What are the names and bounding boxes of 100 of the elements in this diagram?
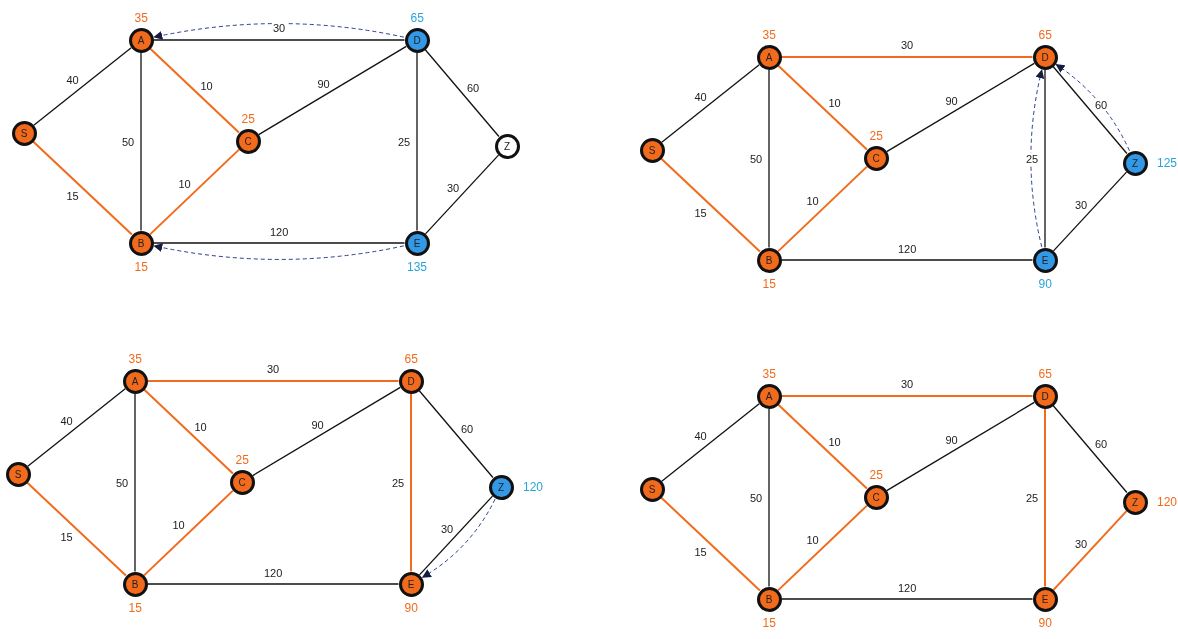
graph-node: A: [128, 27, 154, 53]
graph-node: E: [398, 571, 424, 597]
graph-node: E: [404, 230, 430, 256]
distance-label: 25: [869, 130, 883, 142]
edge-label: 40: [693, 429, 708, 442]
distance-label: 90: [404, 602, 418, 614]
distance-label: 15: [762, 617, 776, 629]
edge-label: 25: [397, 135, 412, 148]
edge-label: 30: [446, 181, 461, 194]
edge-label: 50: [115, 476, 130, 489]
edge-label: 60: [1094, 99, 1109, 111]
edge-line: [33, 47, 132, 126]
edge-label: 30: [266, 363, 281, 375]
edge-line: [143, 489, 234, 577]
edge-label: 90: [316, 77, 331, 90]
graph-node: D: [398, 368, 424, 394]
edge-line: [149, 148, 240, 236]
edge-line: [258, 45, 407, 136]
edge-label: 40: [65, 73, 80, 86]
edge-label: 120: [897, 243, 918, 255]
edge-line: [27, 388, 126, 467]
edge-label: 120: [269, 226, 290, 238]
dashed-arrow: [153, 23, 405, 40]
edge-line: [146, 380, 400, 382]
distance-label: 25: [241, 113, 255, 125]
distance-label: 90: [1038, 617, 1052, 629]
graph-node: Z: [1122, 489, 1148, 515]
graph-node: S: [11, 120, 37, 146]
distance-label: 15: [128, 602, 142, 614]
graph-node: Z: [1122, 150, 1148, 176]
edge-label: 120: [263, 567, 284, 579]
distance-label: 65: [404, 353, 418, 365]
edge-label: 10: [177, 178, 192, 190]
distance-label: 15: [762, 278, 776, 290]
distance-label: 35: [134, 12, 148, 24]
edge-label: 10: [805, 195, 820, 207]
graph-node: D: [404, 27, 430, 53]
edge-label: 15: [693, 546, 708, 558]
edge-line: [146, 583, 400, 585]
edge-label: 90: [944, 94, 959, 107]
dashed-arrow: [1030, 69, 1045, 248]
distance-label: 65: [1038, 29, 1052, 41]
graph-node: E: [1032, 247, 1058, 273]
edge-line: [780, 56, 1034, 58]
graph-node: Z: [488, 474, 514, 500]
graph-node: S: [639, 137, 665, 163]
graph-node: B: [128, 230, 154, 256]
edge-line: [152, 39, 406, 41]
graph-node: C: [229, 469, 255, 495]
edge-line: [780, 598, 1034, 600]
edge-label: 50: [749, 152, 764, 165]
edge-label: 10: [171, 519, 186, 531]
edge-label: 30: [1074, 198, 1089, 211]
graph-node: Z: [494, 133, 520, 159]
edge-label: 15: [65, 190, 80, 202]
edge-line: [661, 403, 760, 482]
distance-label: 65: [410, 12, 424, 24]
distance-label: 90: [1038, 278, 1052, 290]
edge-line: [149, 47, 240, 134]
edge-line: [26, 481, 127, 577]
edge-label: 30: [440, 522, 455, 535]
edge-label: 90: [944, 433, 959, 446]
edge-line: [418, 389, 494, 479]
graph-node: D: [1032, 44, 1058, 70]
distance-label: 15: [134, 261, 148, 273]
edge-line: [777, 64, 868, 151]
graph-node: A: [122, 368, 148, 394]
edge-line: [32, 140, 133, 236]
dashed-arrow: [153, 243, 405, 260]
edge-line: [886, 62, 1035, 153]
edge-line: [416, 51, 418, 232]
edge-label: 30: [900, 378, 915, 390]
edge-line: [886, 401, 1035, 492]
edge-label: 10: [199, 79, 214, 92]
graph-node: D: [1032, 383, 1058, 409]
edge-label: 10: [827, 435, 842, 448]
edge-line: [1052, 510, 1128, 591]
edge-line: [1044, 68, 1046, 249]
edge-line: [777, 165, 868, 253]
graph-node: C: [863, 145, 889, 171]
graph-node: E: [1032, 586, 1058, 612]
edge-label: 25: [391, 476, 406, 489]
graph-node: B: [122, 571, 148, 597]
distance-label: 120: [1157, 496, 1178, 508]
edge-label: 25: [1025, 152, 1040, 165]
distance-label: 135: [407, 261, 428, 273]
edge-line: [252, 386, 401, 477]
edge-label: 15: [693, 207, 708, 219]
edge-label: 60: [460, 423, 475, 435]
edge-line: [424, 48, 500, 138]
distance-label: 65: [1038, 368, 1052, 380]
edge-line: [152, 242, 406, 244]
edge-label: 60: [466, 82, 481, 94]
edge-line: [140, 51, 142, 232]
edge-label: 50: [749, 491, 764, 504]
distance-label: 35: [762, 29, 776, 41]
edge-label: 50: [121, 135, 136, 148]
edge-label: 40: [59, 414, 74, 427]
edge-line: [660, 496, 761, 592]
graph-node: C: [863, 484, 889, 510]
